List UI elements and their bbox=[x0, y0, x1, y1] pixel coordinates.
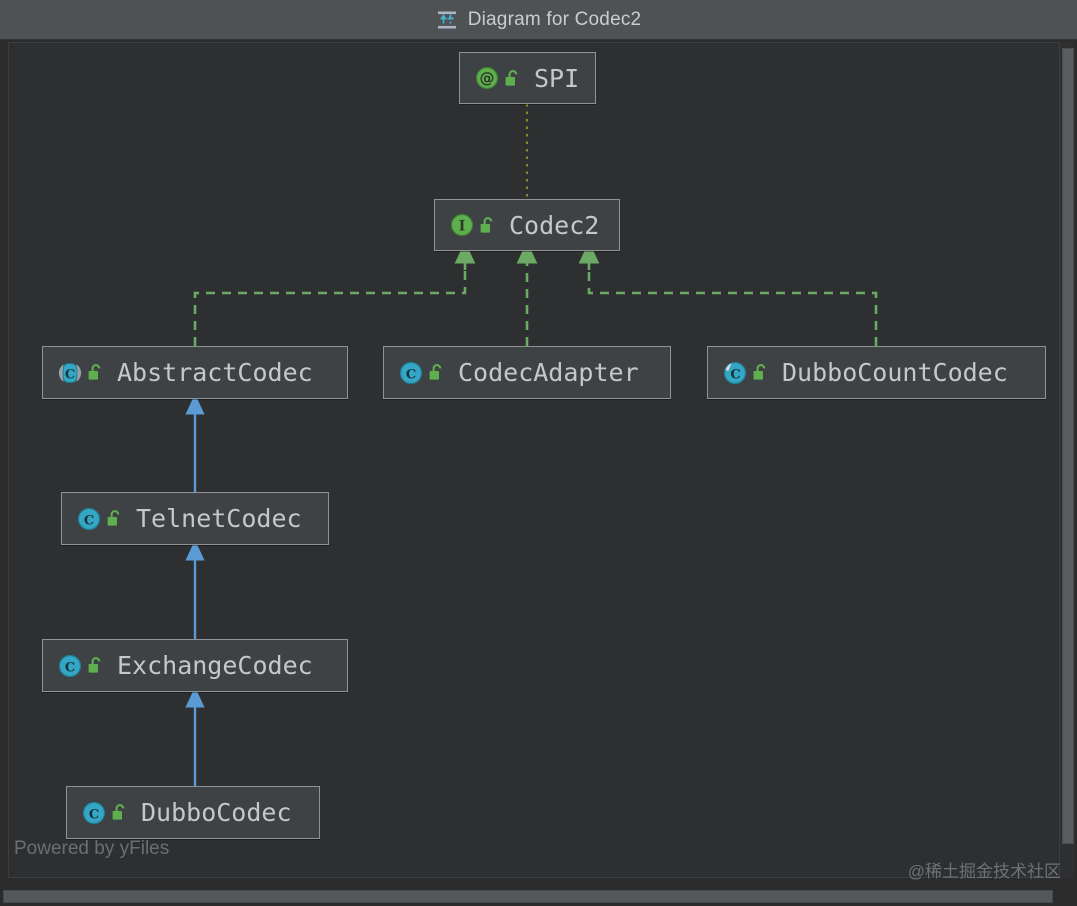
node-codec-adapter[interactable]: C CodecAdapter bbox=[383, 346, 671, 399]
unlocked-padlock-icon bbox=[428, 363, 445, 382]
edge-dubbocountcodec-to-codec2 bbox=[578, 241, 878, 346]
node-label: ExchangeCodec bbox=[117, 651, 313, 680]
node-abstract-codec[interactable]: C AbstractCodec bbox=[42, 346, 348, 399]
svg-text:C: C bbox=[84, 513, 94, 528]
unlocked-padlock-icon bbox=[752, 363, 769, 382]
node-label: AbstractCodec bbox=[117, 358, 313, 387]
class-c-icon: C bbox=[398, 360, 424, 386]
node-exchange-codec[interactable]: C ExchangeCodec bbox=[42, 639, 348, 692]
node-label: CodecAdapter bbox=[458, 358, 639, 387]
node-label: DubboCodec bbox=[141, 798, 292, 827]
class-c-icon: C bbox=[57, 653, 83, 679]
svg-text:I: I bbox=[459, 219, 466, 235]
class-c-icon: C bbox=[81, 800, 107, 826]
svg-text:C: C bbox=[730, 367, 740, 382]
unlocked-padlock-icon bbox=[106, 509, 123, 528]
diagram-layout-icon bbox=[436, 9, 458, 31]
svg-text:C: C bbox=[65, 660, 75, 675]
svg-text:C: C bbox=[89, 807, 99, 822]
node-dubbo-codec[interactable]: C DubboCodec bbox=[66, 786, 320, 839]
diagram-canvas[interactable]: @ SPI I bbox=[8, 42, 1060, 878]
horizontal-scrollbar-thumb[interactable] bbox=[3, 890, 1053, 903]
node-label: SPI bbox=[534, 63, 580, 93]
node-label: TelnetCodec bbox=[136, 504, 302, 533]
node-label: Codec2 bbox=[509, 210, 600, 240]
window-titlebar: Diagram for Codec2 bbox=[0, 0, 1077, 40]
class-c-icon: C bbox=[722, 360, 748, 386]
node-codec2[interactable]: I Codec2 bbox=[434, 199, 620, 251]
unlocked-padlock-icon bbox=[111, 803, 128, 822]
edge-abstractcodec-to-codec2 bbox=[193, 241, 476, 346]
unlocked-padlock-icon bbox=[504, 69, 521, 88]
node-telnet-codec[interactable]: C TelnetCodec bbox=[61, 492, 329, 545]
unlocked-padlock-icon bbox=[479, 216, 496, 235]
svg-text:C: C bbox=[65, 367, 75, 382]
diagram-edges bbox=[185, 104, 878, 786]
annotation-at-icon: @ bbox=[474, 65, 500, 91]
svg-text:C: C bbox=[406, 367, 416, 382]
unlocked-padlock-icon bbox=[87, 363, 104, 382]
interface-i-icon: I bbox=[449, 212, 475, 238]
window-title: Diagram for Codec2 bbox=[467, 8, 642, 30]
vertical-scrollbar-thumb[interactable] bbox=[1062, 48, 1074, 844]
unlocked-padlock-icon bbox=[87, 656, 104, 675]
svg-text:@: @ bbox=[480, 69, 495, 87]
class-c-icon: C bbox=[76, 506, 102, 532]
node-label: DubboCountCodec bbox=[782, 358, 1008, 387]
node-dubbo-count-codec[interactable]: C DubboCountCodec bbox=[707, 346, 1046, 399]
node-spi[interactable]: @ SPI bbox=[459, 52, 596, 104]
abstract-class-c-icon: C bbox=[57, 360, 83, 386]
